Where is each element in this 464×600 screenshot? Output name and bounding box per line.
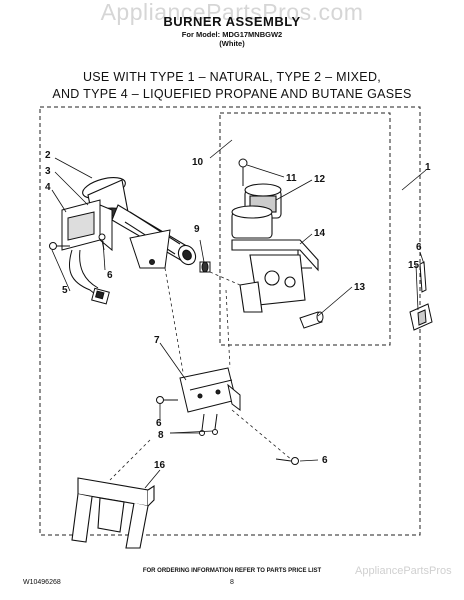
wire-harness bbox=[68, 249, 110, 305]
usage-line-2: AND TYPE 4 – LIQUEFIED PROPANE AND BUTAN… bbox=[52, 87, 412, 101]
callout-11: 11 bbox=[286, 173, 297, 184]
gas-valve bbox=[231, 183, 319, 313]
valve-boundary bbox=[219, 112, 391, 346]
watermark-text: AppliancePartsPros.com bbox=[100, 0, 364, 25]
color-line: (White) bbox=[219, 39, 245, 48]
screw-6-bracket bbox=[156, 396, 178, 404]
callout-6-left: 6 bbox=[107, 270, 113, 281]
watermark-small: AppliancePartsPros bbox=[355, 565, 452, 577]
model-info: For Model: MDG17MNBGW2 (White) bbox=[0, 30, 464, 48]
callout-13: 13 bbox=[354, 282, 366, 293]
leader-lines bbox=[51, 139, 427, 489]
callout-7: 7 bbox=[154, 335, 160, 346]
callout-8: 8 bbox=[158, 430, 164, 441]
screw-6-lower bbox=[275, 457, 299, 465]
callout-1: 1 bbox=[425, 162, 431, 173]
callout-9: 9 bbox=[194, 224, 200, 235]
valve-screw-11 bbox=[238, 158, 248, 186]
orifice bbox=[199, 261, 211, 273]
screw-5 bbox=[49, 242, 70, 250]
alignment-lines bbox=[109, 267, 293, 481]
callout-14: 14 bbox=[314, 228, 326, 239]
flame-sensor-bracket bbox=[61, 199, 113, 252]
callout-3: 3 bbox=[45, 166, 51, 177]
document-number: W10496268 bbox=[23, 579, 61, 586]
callout-6-right: 6 bbox=[416, 242, 422, 253]
callout-10: 10 bbox=[192, 157, 204, 168]
callout-16: 16 bbox=[154, 460, 166, 471]
bracket-7 bbox=[179, 367, 241, 413]
callout-15: 15 bbox=[408, 260, 420, 271]
callout-6-lower: 6 bbox=[322, 455, 328, 466]
callout-2: 2 bbox=[45, 150, 51, 161]
screws-8 bbox=[199, 413, 218, 436]
usage-line-1: USE WITH TYPE 1 – NATURAL, TYPE 2 – MIXE… bbox=[82, 70, 382, 84]
assembly-boundary bbox=[39, 106, 421, 536]
model-line: For Model: MDG17MNBGW2 bbox=[181, 30, 283, 39]
callout-4: 4 bbox=[45, 182, 51, 193]
burner-plate bbox=[129, 229, 171, 269]
callout-6-bracket: 6 bbox=[156, 418, 162, 429]
base-bracket-16 bbox=[71, 477, 155, 549]
callout-12: 12 bbox=[314, 174, 326, 185]
valve-fitting-13 bbox=[299, 311, 324, 329]
callout-labels: 2 3 4 5 6 10 11 12 14 13 9 1 6 15 7 6 8 … bbox=[45, 150, 431, 471]
callout-5: 5 bbox=[62, 285, 68, 296]
screw-6-right bbox=[419, 261, 427, 293]
page-title: BURNER ASSEMBLY bbox=[163, 14, 301, 29]
clip-15 bbox=[409, 303, 433, 331]
page-number: 8 bbox=[230, 579, 234, 586]
ordering-info: FOR ORDERING INFORMATION REFER TO PARTS … bbox=[142, 568, 322, 574]
